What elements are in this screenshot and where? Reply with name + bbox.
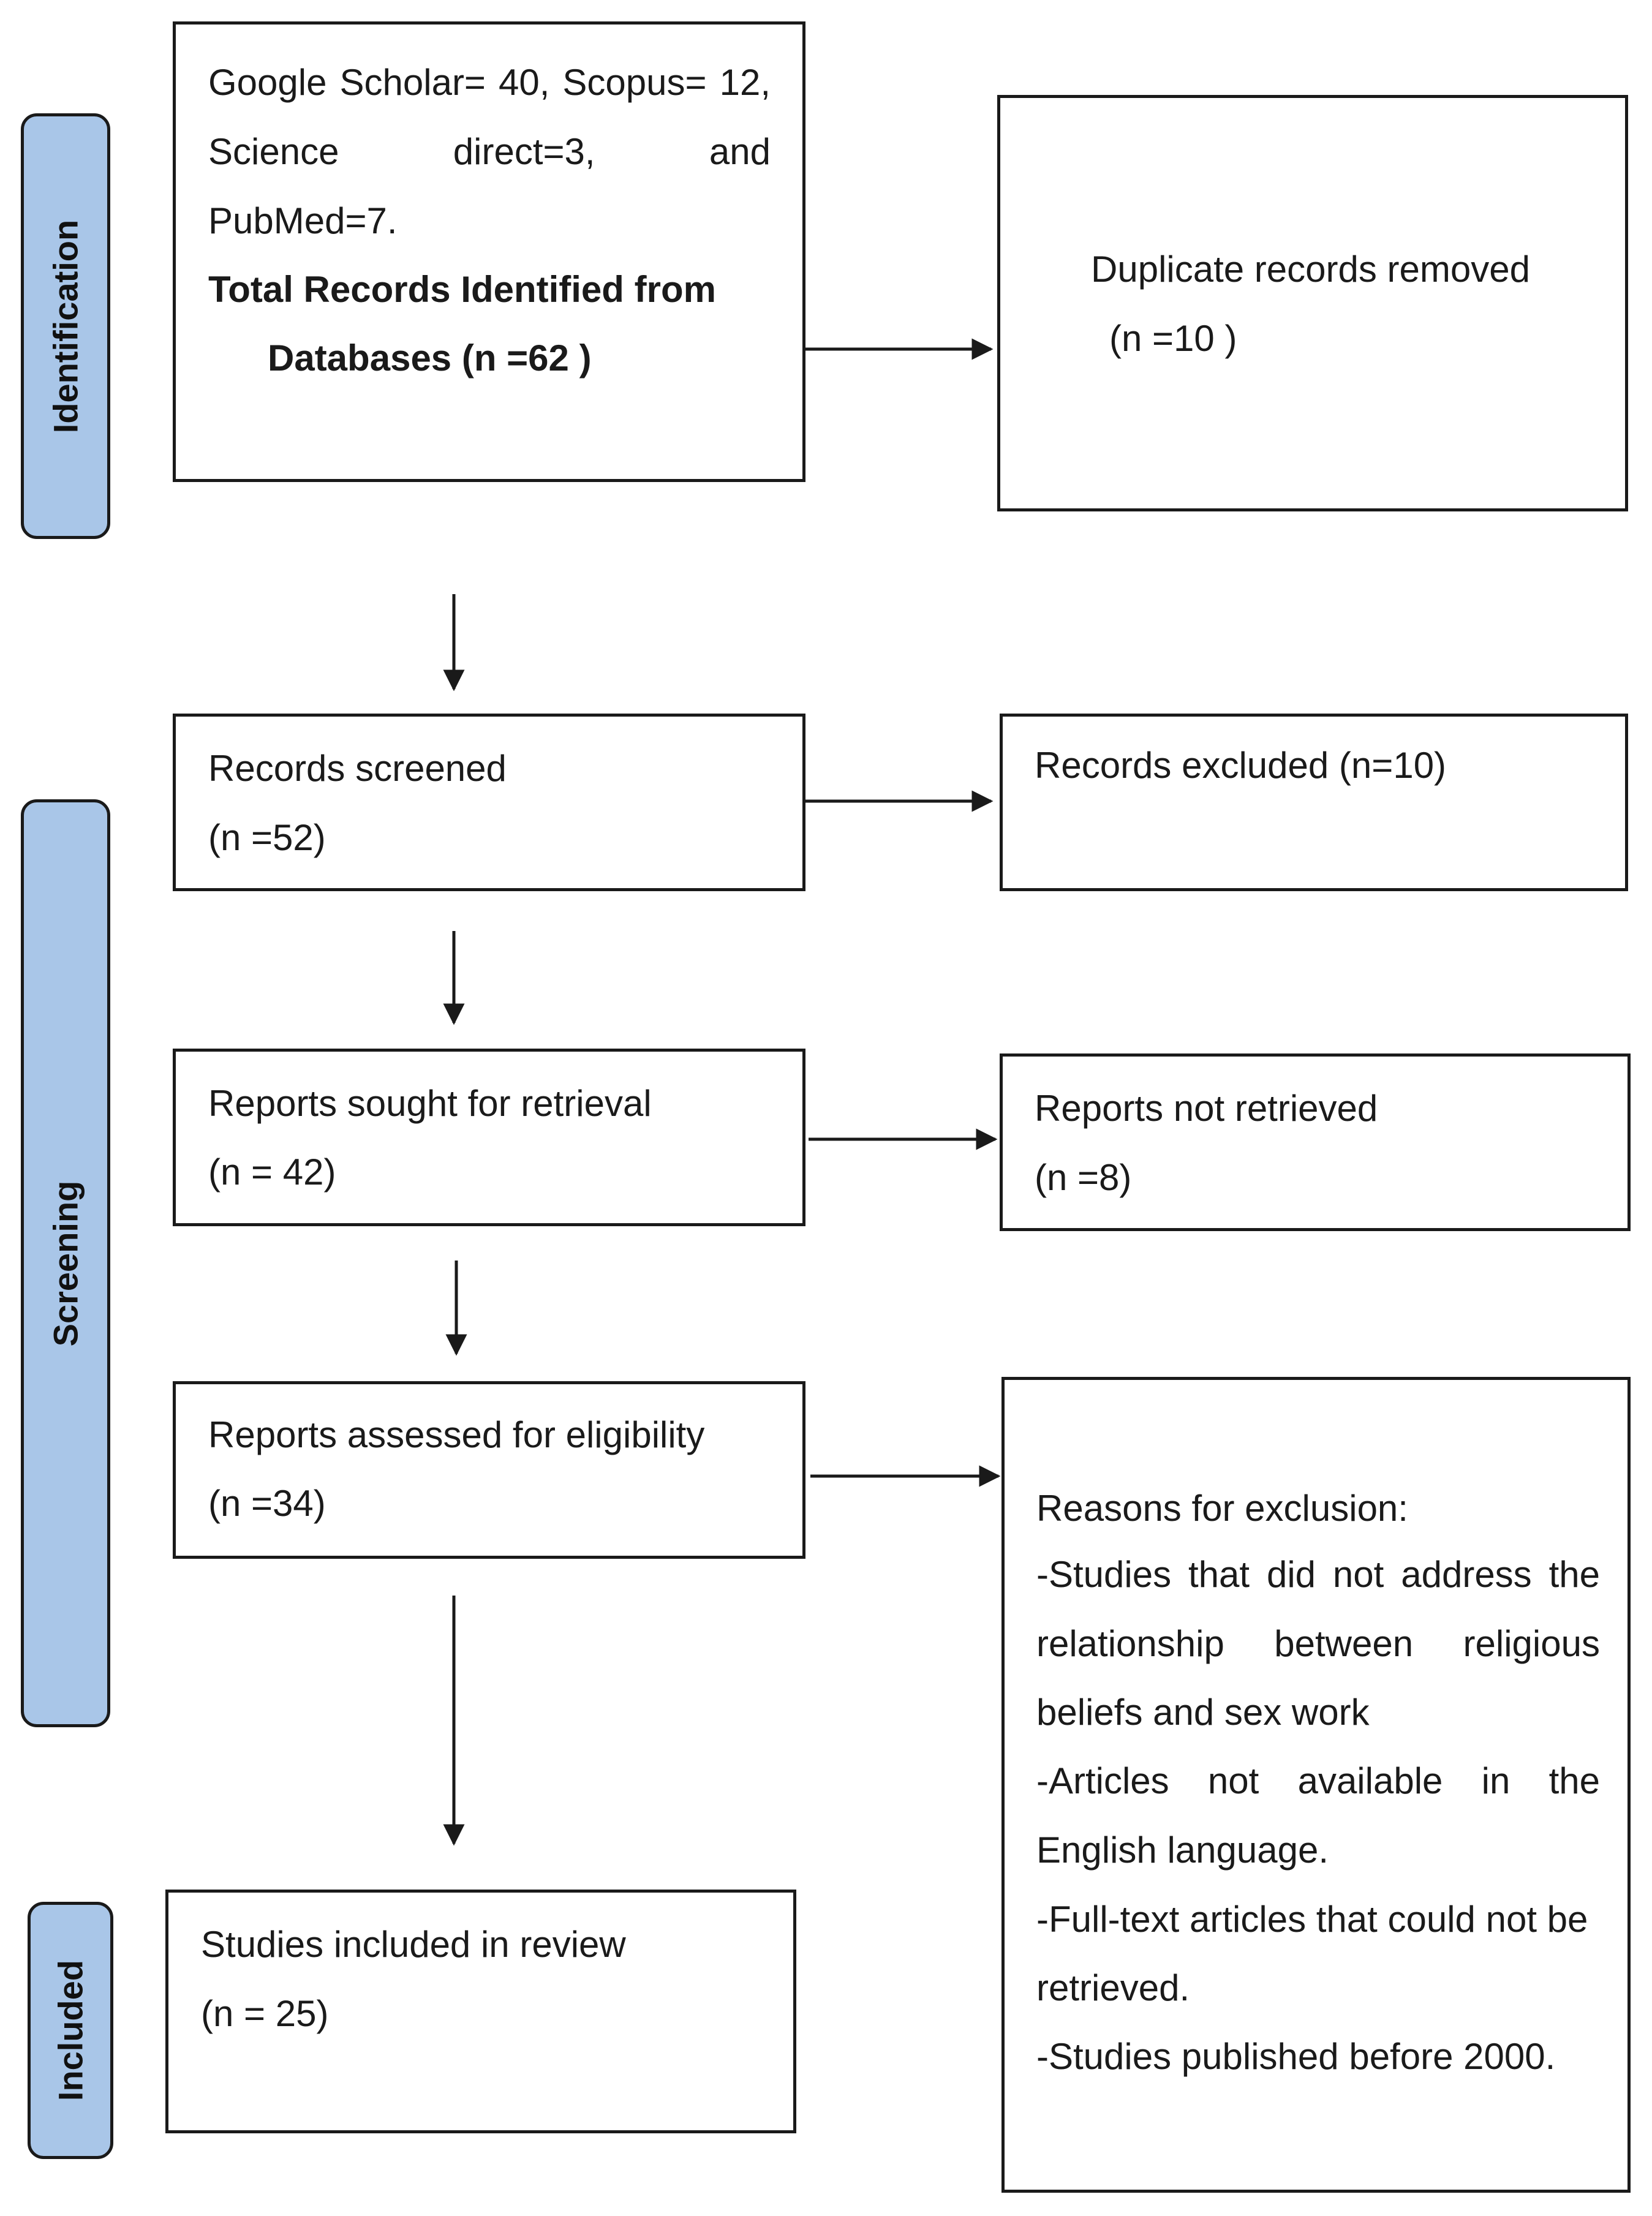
- stage-included-label: Included: [51, 1959, 90, 2101]
- records-excluded-box: Records excluded (n=10): [1000, 714, 1628, 891]
- records-screened-label: Records screened: [208, 748, 507, 789]
- reports-not-retrieved-label: Reports not retrieved: [1035, 1088, 1378, 1129]
- records-screened-count: (n =52): [208, 817, 326, 858]
- reason-2-line-1: -Articles not available in the: [1036, 1760, 1600, 1801]
- reports-assessed-label: Reports assessed for eligibility: [208, 1414, 705, 1455]
- reports-not-retrieved-box: Reports not retrieved (n =8): [1000, 1053, 1631, 1231]
- reason-1-line-3: beliefs and sex work: [1036, 1692, 1370, 1733]
- stage-identification: Identification: [21, 113, 110, 539]
- records-excluded-label: Records excluded (n=10): [1035, 745, 1447, 786]
- stage-screening: Screening: [21, 799, 110, 1727]
- duplicates-removed-count: (n =10 ): [1109, 318, 1237, 359]
- studies-included-box: Studies included in review (n = 25): [165, 1890, 796, 2133]
- studies-included-count: (n = 25): [201, 1993, 329, 2034]
- duplicates-removed-label: Duplicate records removed: [1091, 249, 1530, 290]
- reason-4-line-1: -Studies published before 2000.: [1036, 2036, 1556, 2077]
- reports-not-retrieved-count: (n =8): [1035, 1157, 1132, 1198]
- databases-sources-line-1: Google Scholar= 40, Scopus= 12,: [208, 62, 771, 103]
- databases-total-line-2: Databases (n =62 ): [268, 337, 592, 379]
- databases-sources-line-3: PubMed=7.: [208, 200, 398, 241]
- reports-sought-label: Reports sought for retrieval: [208, 1083, 652, 1124]
- reports-sought-count: (n = 42): [208, 1151, 336, 1193]
- studies-included-label: Studies included in review: [201, 1924, 626, 1965]
- reports-assessed-count: (n =34): [208, 1483, 326, 1524]
- reports-sought-box: Reports sought for retrieval (n = 42): [173, 1049, 805, 1226]
- reason-2-line-2: English language.: [1036, 1830, 1329, 1871]
- records-screened-box: Records screened (n =52): [173, 714, 805, 891]
- databases-box: Google Scholar= 40, Scopus= 12, Science …: [173, 21, 805, 482]
- reason-3-line-1: -Full-text articles that could not be: [1036, 1899, 1588, 1940]
- stage-screening-label: Screening: [46, 1180, 85, 1346]
- reason-1-line-2: relationship between religious: [1036, 1623, 1600, 1664]
- stage-included: Included: [28, 1902, 113, 2159]
- reason-3-line-2: retrieved.: [1036, 1967, 1190, 2008]
- reason-1-line-1: -Studies that did not address the: [1036, 1554, 1600, 1595]
- stage-identification-label: Identification: [46, 219, 85, 433]
- databases-sources-line-2: Science direct=3, and: [208, 131, 771, 172]
- duplicates-removed-box: Duplicate records removed (n =10 ): [997, 95, 1628, 511]
- reasons-for-exclusion-box: Reasons for exclusion: -Studies that did…: [1001, 1377, 1631, 2193]
- reports-assessed-box: Reports assessed for eligibility (n =34): [173, 1381, 805, 1559]
- databases-total-line-1: Total Records Identified from: [208, 269, 716, 310]
- reasons-heading: Reasons for exclusion:: [1036, 1488, 1408, 1529]
